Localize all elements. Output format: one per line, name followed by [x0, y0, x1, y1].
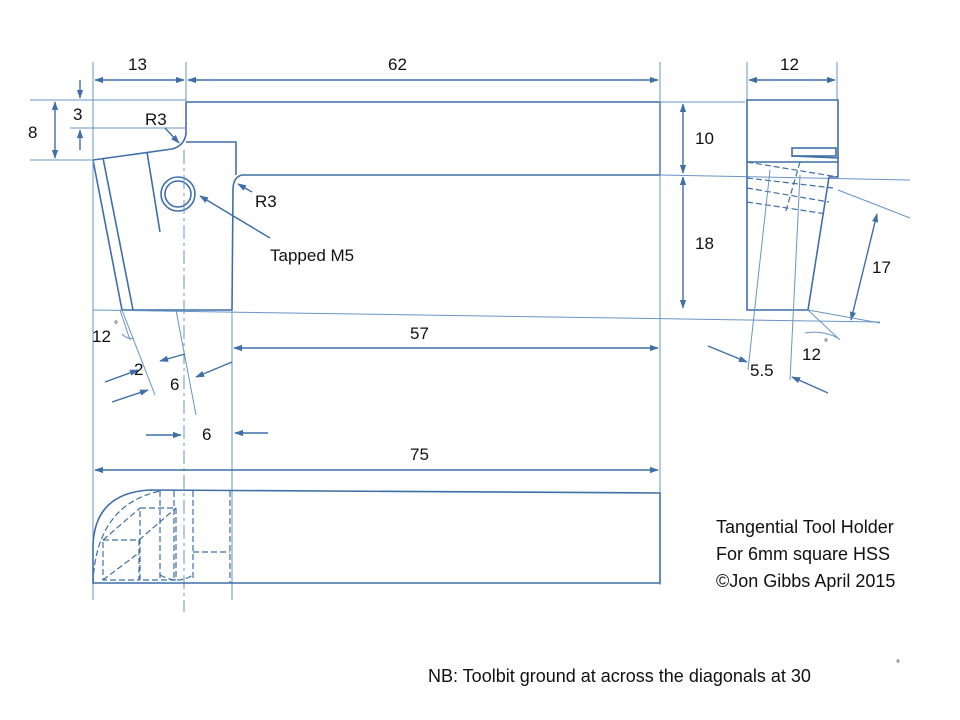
plan-view — [92, 489, 661, 584]
tapped-hole-inner — [164, 180, 192, 208]
angle-left-degree: ° — [114, 320, 118, 331]
dim-6a-arrow — [195, 361, 233, 378]
tapped-m5-leader — [199, 195, 271, 239]
title-line-2: For 6mm square HSS — [716, 544, 890, 564]
dim-5-5-label: 5.5 — [750, 361, 774, 380]
dim-6a-label: 6 — [170, 375, 179, 394]
angle-arc-left — [121, 333, 135, 339]
r3-inner-label: R3 — [255, 192, 277, 211]
dim-3-label: 3 — [73, 105, 82, 124]
holder-body-outline — [186, 101, 661, 311]
dim-17-line — [849, 213, 879, 321]
side-view-extension — [747, 169, 911, 381]
side-view — [746, 99, 839, 311]
r3-inner-leader — [237, 183, 253, 193]
extension-lines — [30, 62, 911, 600]
dim-8-label: 8 — [28, 123, 37, 142]
side-clamp-tab — [791, 147, 837, 157]
tapped-m5-label: Tapped M5 — [270, 246, 354, 265]
angle-arcs — [121, 309, 841, 341]
front-view — [92, 101, 661, 311]
plan-body-outline — [92, 489, 661, 584]
angle-arc-right — [804, 331, 839, 339]
title-line-3: ©Jon Gibbs April 2015 — [716, 571, 895, 591]
angle-right-degree: ° — [824, 338, 828, 349]
dim-12-label: 12 — [780, 55, 799, 74]
dim-2-label: 2 — [134, 360, 143, 379]
title-line-1: Tangential Tool Holder — [716, 517, 894, 537]
holder-step-outline — [171, 102, 187, 150]
r3-top-leader — [164, 127, 180, 144]
dim-62-label: 62 — [388, 55, 407, 74]
dim-17-label: 17 — [872, 258, 891, 277]
angle-right-label: 12 — [802, 345, 821, 364]
footnote-degree: ° — [896, 659, 900, 670]
dimension-lines — [51, 76, 879, 474]
dim-18-label: 18 — [695, 234, 714, 253]
plan-view-hidden — [92, 490, 231, 584]
dim-13-label: 13 — [128, 55, 147, 74]
dim-6b-label: 6 — [202, 425, 211, 444]
dim-2-arrow-c — [159, 353, 186, 362]
side-body-outline — [746, 99, 839, 311]
toolbit-back-edge — [146, 151, 161, 233]
dim-5-5-arrow-right — [791, 376, 829, 394]
dim-10-label: 10 — [695, 129, 714, 148]
dim-5-5-arrow-left — [707, 345, 748, 363]
side-view-hidden — [746, 161, 839, 215]
r3-top-label: R3 — [145, 110, 167, 129]
dim-2-arrow-a — [104, 369, 139, 383]
dim-75-label: 75 — [410, 445, 429, 464]
dim-57-label: 57 — [410, 324, 429, 343]
footnote-text: NB: Toolbit ground at across the diagona… — [428, 666, 811, 686]
clamp-block-outline — [186, 141, 237, 175]
angle-left-label: 12 — [92, 327, 111, 346]
tapped-hole-outer — [160, 176, 196, 212]
tool-slot-outline — [92, 148, 186, 311]
dim-2-arrow-b — [111, 389, 149, 403]
toolbit-front-edge — [102, 157, 134, 311]
